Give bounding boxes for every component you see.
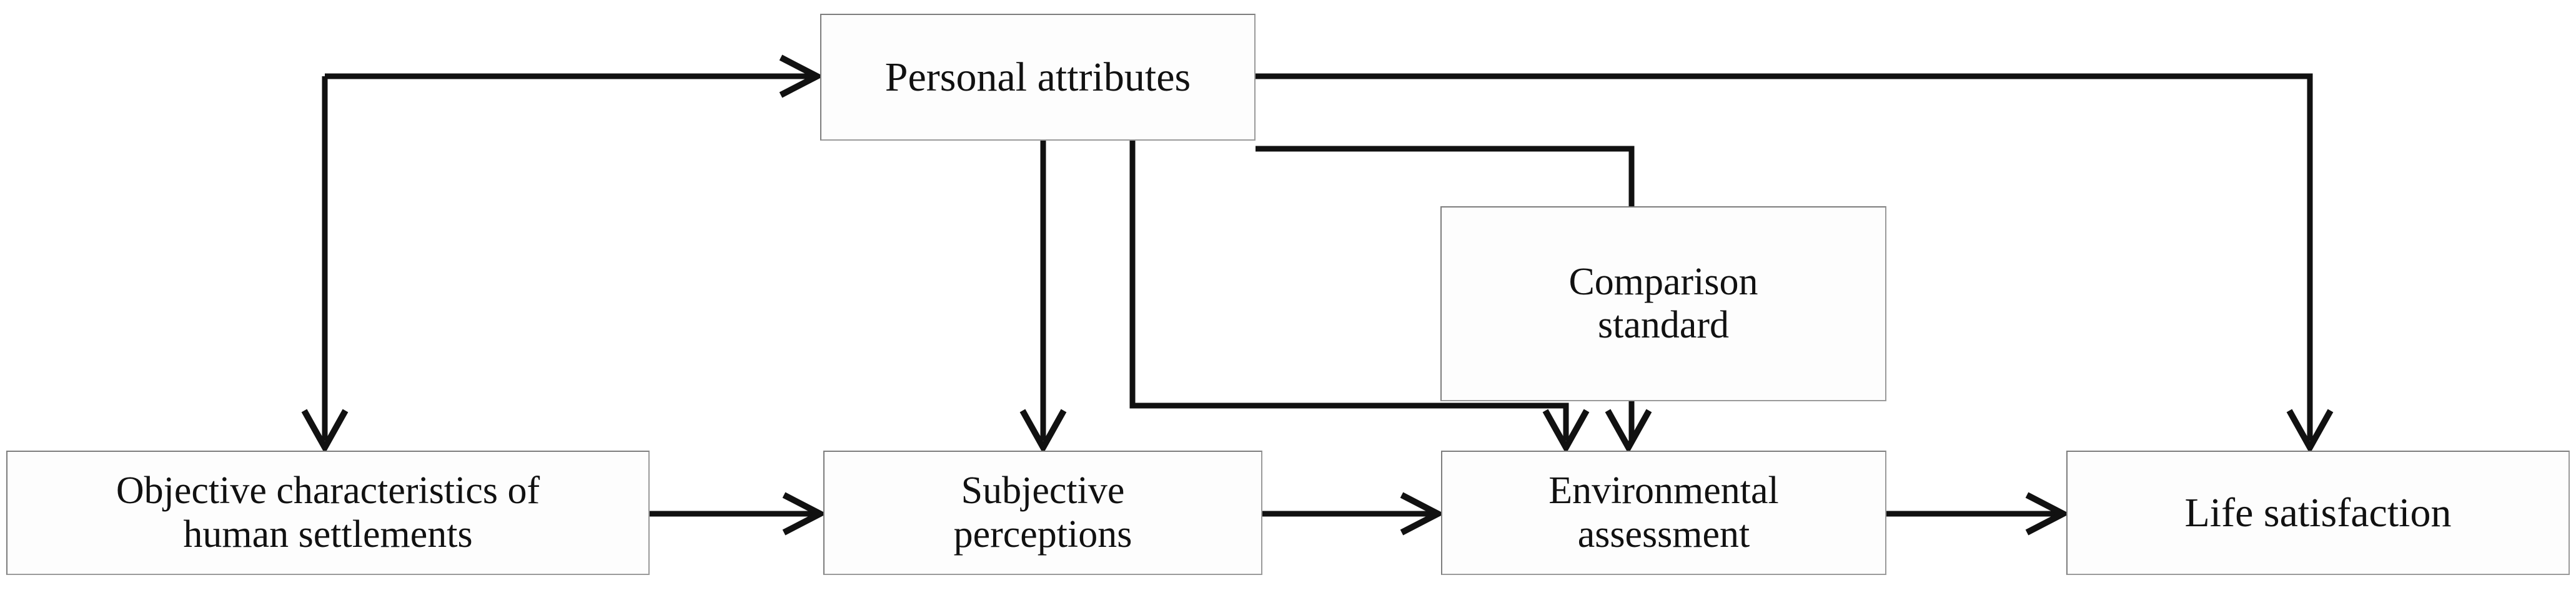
node-life-satisfaction[interactable] [2066,451,2570,575]
arrowhead-into-life-satisfaction [2286,409,2334,454]
arrowhead-into-personal-attributes [779,54,824,98]
arrowhead-into-environmental-from-personal [1542,409,1590,454]
arrowhead-into-environmental-from-comparison [1605,409,1652,454]
node-personal-attributes[interactable] [820,14,1256,141]
arrowhead-into-environmental-horizontal [1400,492,1445,536]
node-comparison-standard[interactable] [1440,206,1886,401]
arrowhead-into-subjective-perceptions [1019,409,1067,454]
node-subjective-perceptions[interactable] [823,451,1262,575]
connector-personal-to-life [1256,73,2313,441]
connector-personal-to-environmental [1129,141,1569,441]
arrowhead-into-objective-characteristics [301,409,349,454]
connector-personal-to-comparison [1256,146,1635,206]
node-objective-characteristics[interactable] [6,451,650,575]
arrowhead-into-subjective-horizontal [782,492,827,536]
node-environmental-assessment[interactable] [1441,451,1886,575]
arrowhead-into-life-horizontal [2025,492,2070,536]
